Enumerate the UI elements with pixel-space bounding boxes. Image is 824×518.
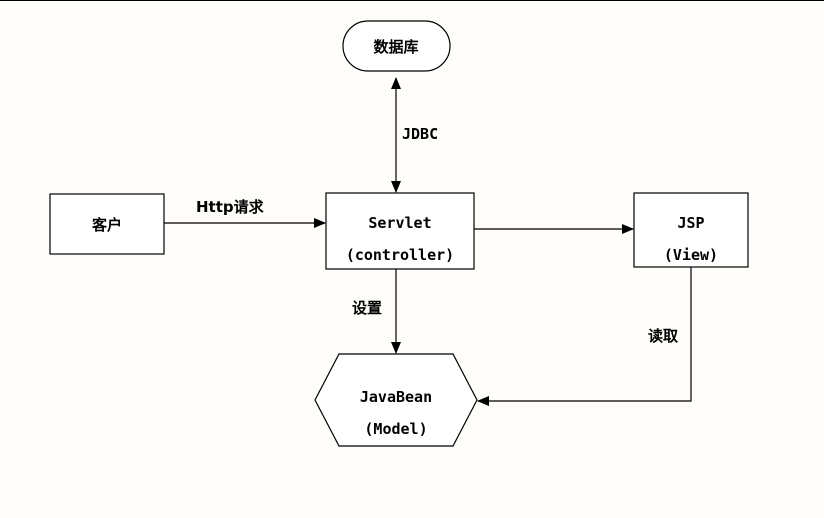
javabean-title: JavaBean: [360, 388, 432, 406]
servlet-subtitle: (controller): [346, 246, 454, 264]
set-label: 设置: [352, 299, 382, 317]
servlet-node: Servlet (controller): [325, 192, 475, 270]
javabean-subtitle: (Model): [364, 420, 427, 438]
read-label: 读取: [648, 327, 679, 345]
database-label: 数据库: [373, 38, 418, 56]
jsp-subtitle: (View): [664, 246, 718, 264]
jsp-title: JSP: [677, 214, 704, 232]
client-node: 客户: [49, 193, 165, 255]
javabean-node: JavaBean (Model): [314, 353, 478, 447]
read-edge: [477, 267, 692, 406]
jdbc-label: JDBC: [402, 125, 438, 143]
servlet-title: Servlet: [368, 214, 431, 232]
jsp-node: JSP (View): [633, 192, 749, 268]
http-request-label: Http请求: [196, 198, 265, 216]
database-node: 数据库: [342, 20, 451, 72]
client-label: 客户: [91, 216, 122, 234]
